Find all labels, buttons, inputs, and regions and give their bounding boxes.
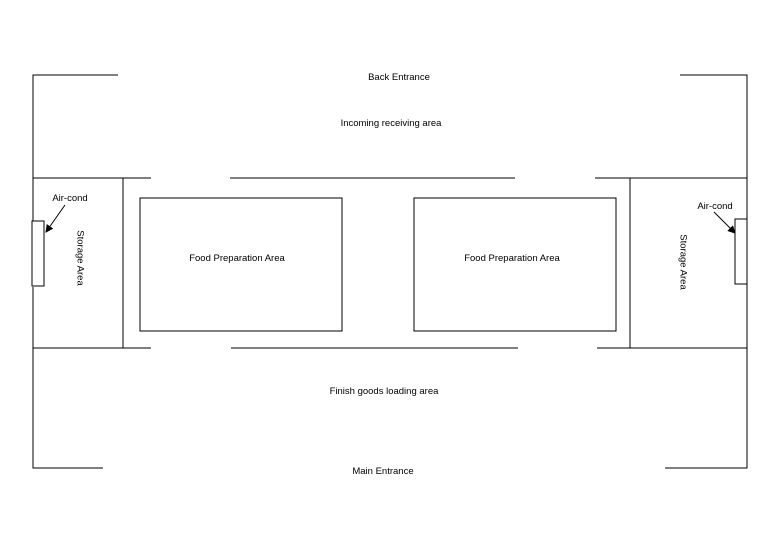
outer-wall-right-lower [665,284,748,469]
back-entrance-label: Back Entrance [368,72,430,83]
storage-area-right-label: Storage Area [677,234,688,290]
food-prep-area-right-box [413,197,617,332]
food-prep-area-left-label: Food Preparation Area [189,253,285,264]
outer-wall-top-right [680,74,748,220]
incoming-receiving-area-label: Incoming receiving area [341,118,443,129]
outer-wall-top-left [32,74,118,247]
aircond-right-label: Air-cond [697,201,732,212]
main-entrance-label: Main Entrance [352,466,413,477]
aircond-right-arrow [713,211,736,234]
food-prep-area-left-box [139,197,343,332]
outer-wall-left-lower [32,287,103,469]
aircond-left-label: Air-cond [52,193,87,204]
finish-goods-loading-area-label: Finish goods loading area [330,386,440,397]
storage-area-left-label: Storage Area [74,230,85,286]
food-prep-area-right-label: Food Preparation Area [464,253,560,264]
aircond-left-arrow [45,204,66,233]
aircond-unit-right [734,218,748,285]
aircond-unit-left [31,220,45,287]
